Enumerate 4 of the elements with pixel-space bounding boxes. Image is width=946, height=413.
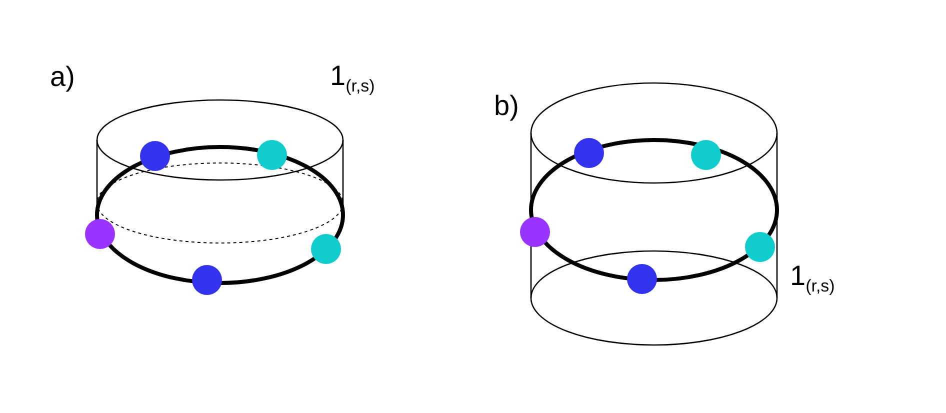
boundary-label: 1$_{(r,s)}$ <box>790 262 835 295</box>
boundary-label: 1$_{(r,s)}$ <box>330 62 375 95</box>
panel-label: b) <box>494 92 519 120</box>
panel-label: a) <box>50 63 75 91</box>
